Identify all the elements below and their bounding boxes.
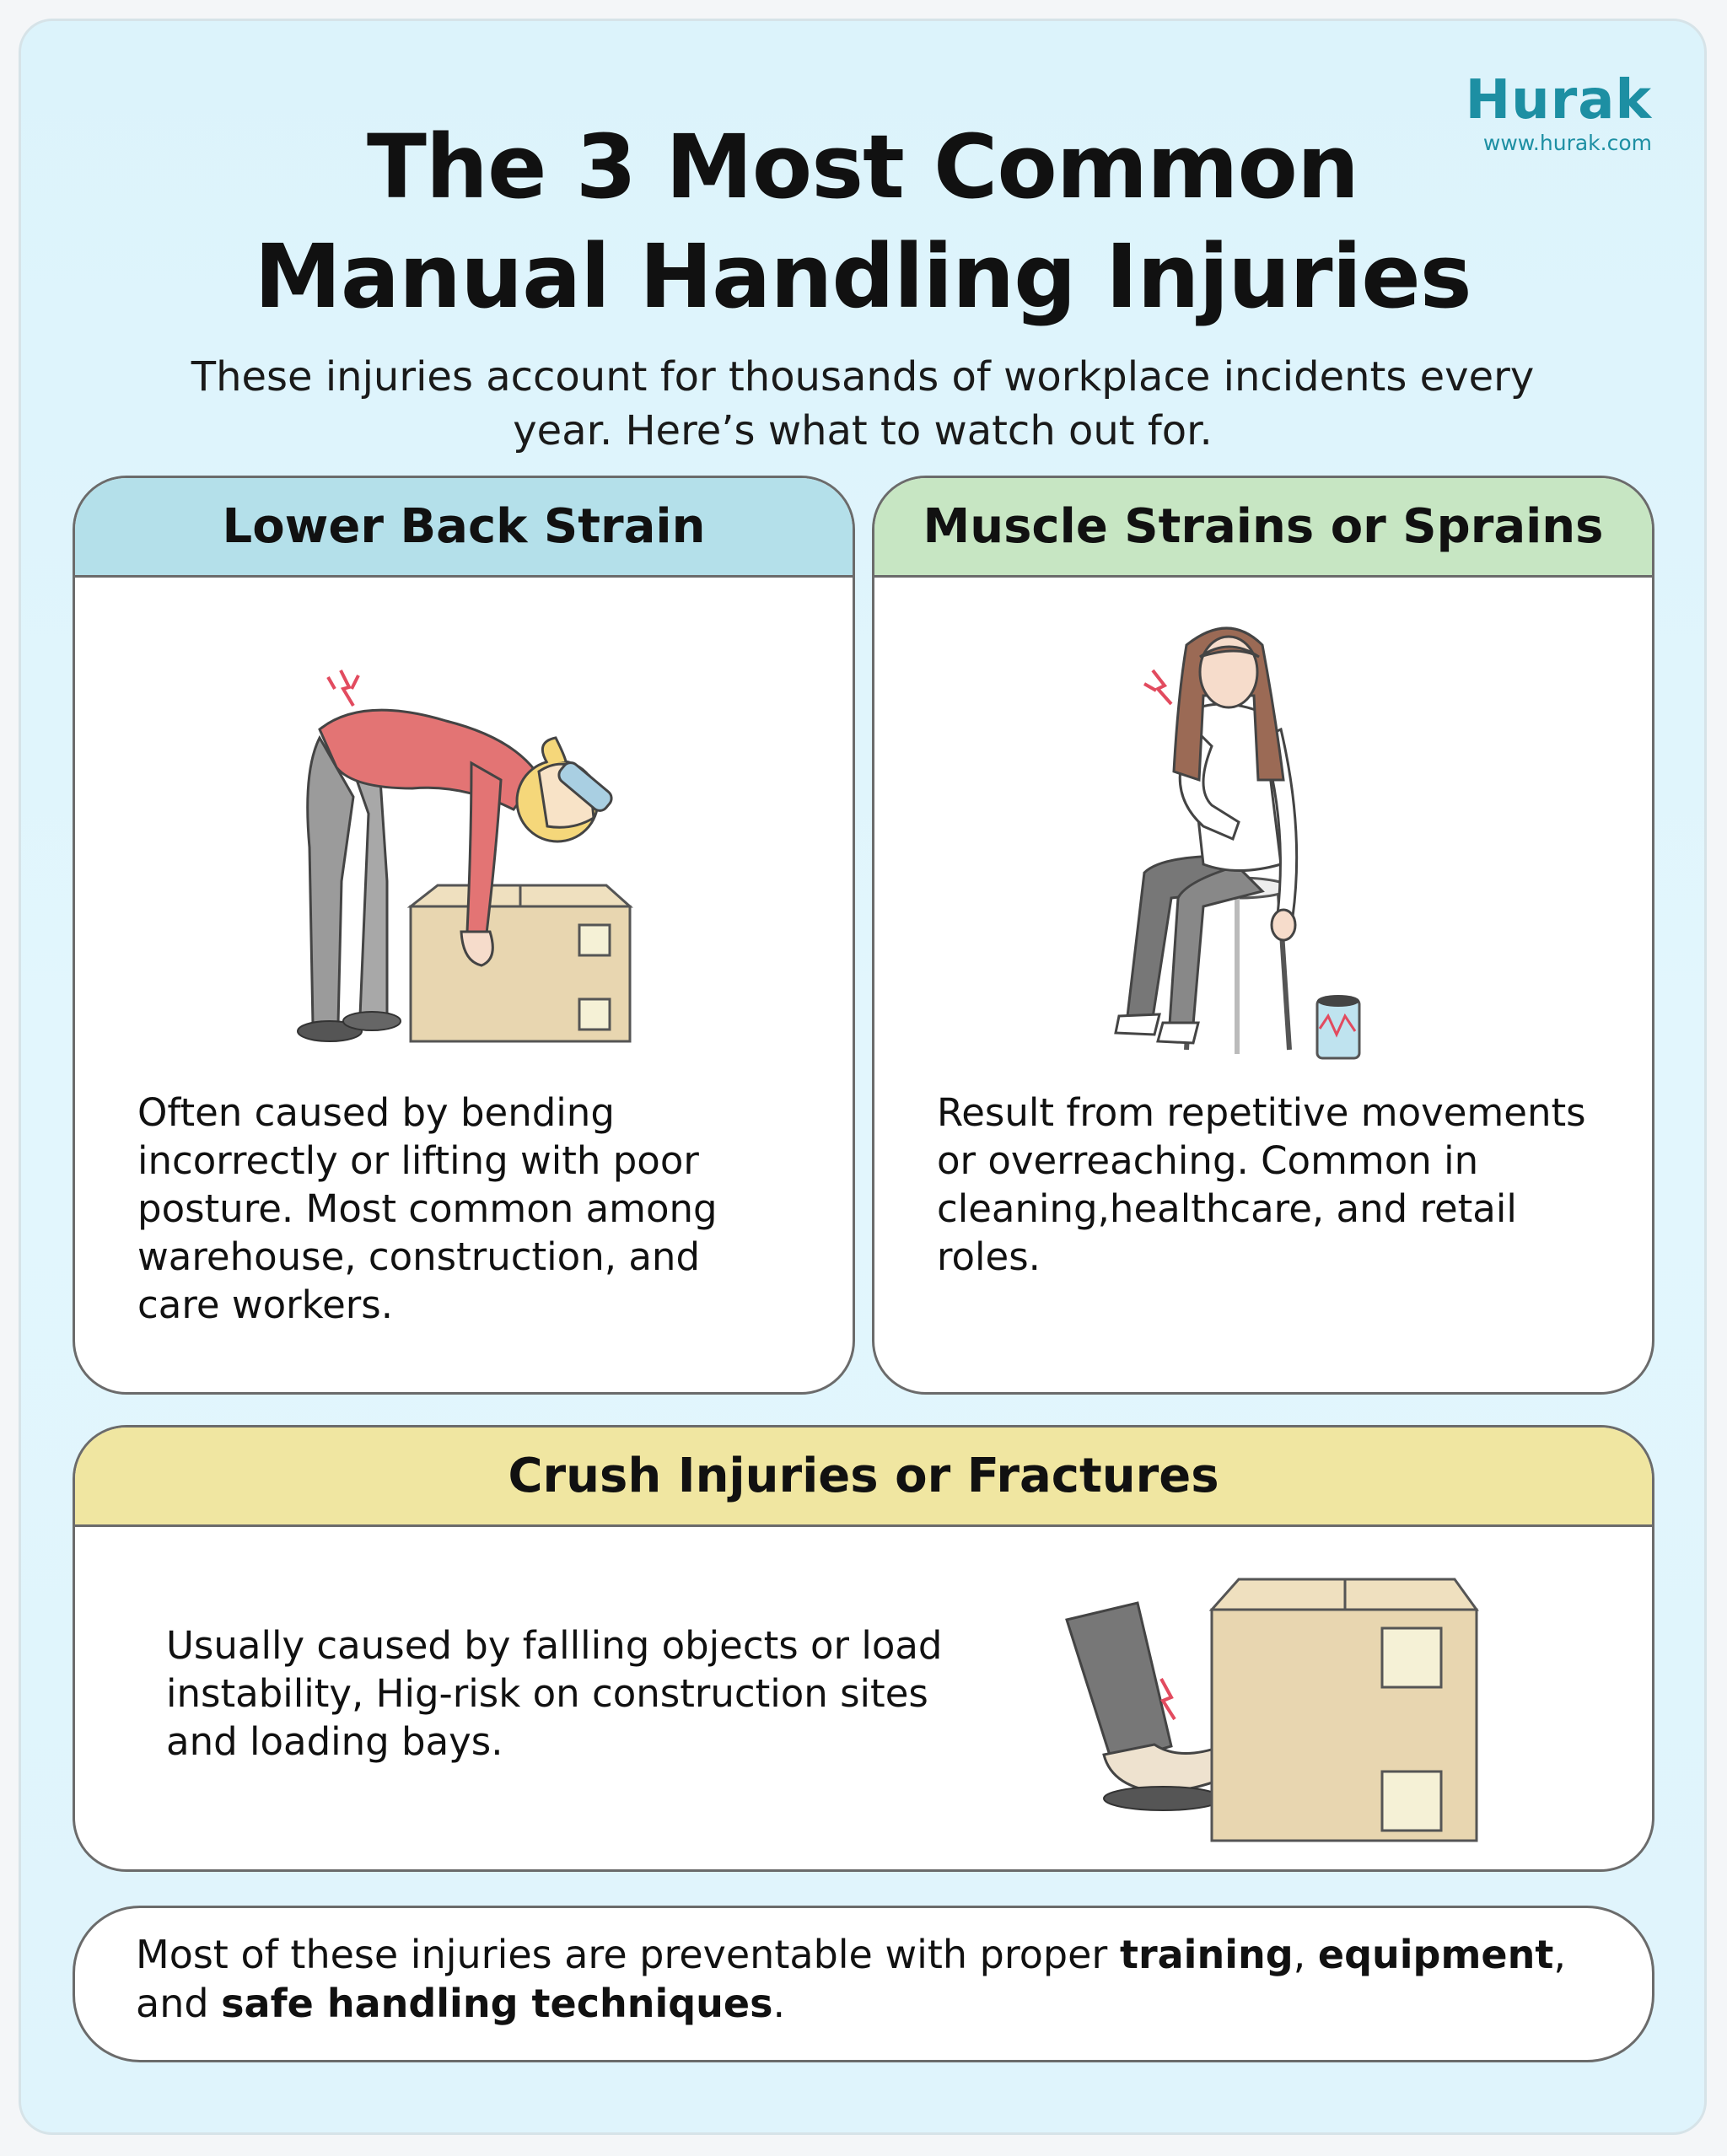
seated-woman-illustration <box>1114 626 1361 1060</box>
bending-worker-illustration <box>297 669 633 1043</box>
note-bold-training: training <box>1119 1932 1294 1977</box>
card-lower-back-strain: Lower Back Strain <box>73 476 855 1395</box>
title-line-1: The 3 Most Common <box>366 116 1359 218</box>
card-muscle-strains: Muscle Strains or Sprains <box>872 476 1654 1395</box>
card-title-lower-back-strain: Lower Back Strain <box>75 478 853 578</box>
title-line-2: Manual Handling Injuries <box>254 225 1471 328</box>
note-bold-safe-handling: safe handling techniques <box>221 1981 773 2026</box>
card-text-crush-injuries: Usually caused by fallling objects or lo… <box>166 1623 943 1764</box>
page-subtitle: These injuries account for thousands of … <box>191 353 1535 454</box>
note-text-1: Most of these injuries are preventable w… <box>136 1932 1120 1977</box>
card-title-crush-injuries: Crush Injuries or Fractures <box>75 1427 1652 1527</box>
card-crush-injuries: Crush Injuries or Fractures Usually caus… <box>73 1425 1654 1872</box>
card-text-muscle-strains: Result from repetitive movements or over… <box>937 1090 1586 1279</box>
note-text-4: . <box>772 1981 786 2026</box>
falling-box-foot-illustration <box>1065 1578 1479 1842</box>
brand-name: Hurak <box>1465 69 1652 132</box>
card-title-muscle-strains: Muscle Strains or Sprains <box>874 478 1652 578</box>
page-title: The 3 Most Common Manual Handling Injuri… <box>21 112 1704 331</box>
note-text-2: , <box>1293 1932 1318 1977</box>
note-text-3: , and <box>136 1932 1566 2026</box>
prevention-note: Most of these injuries are preventable w… <box>73 1906 1654 2062</box>
brand-logo[interactable]: Hurak www.hurak.com <box>1466 73 1652 155</box>
note-bold-equipment: equipment <box>1317 1932 1554 1977</box>
brand-url: www.hurak.com <box>1482 131 1652 155</box>
card-text-lower-back-strain: Often caused by bending incorrectly or l… <box>137 1090 718 1327</box>
